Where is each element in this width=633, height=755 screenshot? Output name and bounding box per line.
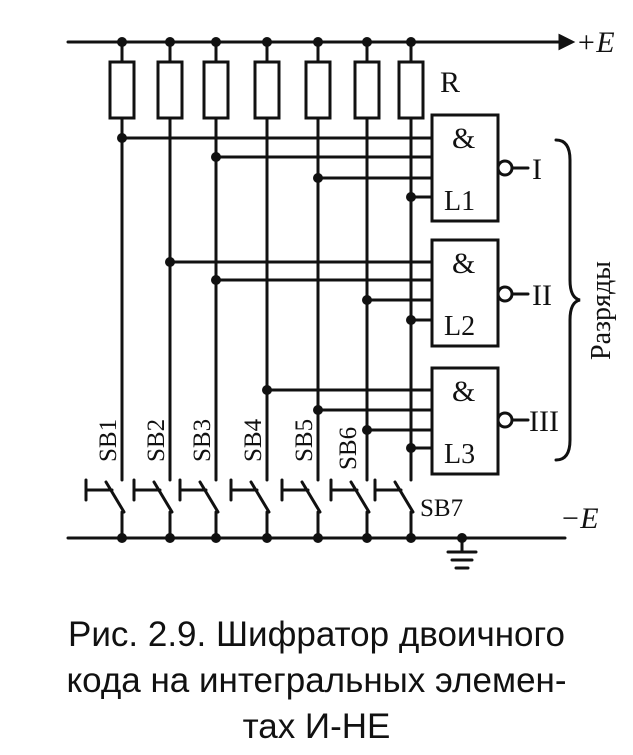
gate-l3-symbol: & xyxy=(452,375,475,408)
gate-l2-output-label: II xyxy=(532,279,552,312)
switch-label-sb7: SB7 xyxy=(420,495,463,522)
gate-l2-inverter-bubble xyxy=(496,285,514,303)
resistor-array xyxy=(108,60,425,120)
encoder-schematic: +E −E R & L1 & L2 & L3 I II III Разряды … xyxy=(66,26,617,570)
switch-label-sb2: SB2 xyxy=(143,419,170,462)
bits-brace xyxy=(554,138,581,462)
gate-l1-symbol: & xyxy=(452,122,475,155)
negative-rail-label: −E xyxy=(560,502,599,535)
switch-label-sb3: SB3 xyxy=(189,419,216,462)
gate-l1-inputs xyxy=(120,136,434,199)
gate-l3-output-label: III xyxy=(529,405,559,438)
positive-rail-label: +E xyxy=(576,26,615,59)
caption-line-3: тах И-НЕ xyxy=(242,707,391,746)
gate-l2-name: L2 xyxy=(444,311,475,342)
caption-line-2: кода на интегральных элемен- xyxy=(66,661,567,700)
switch-label-sb1: SB1 xyxy=(95,419,122,462)
caption-line-1: Рис. 2.9. Шифратор двоичного xyxy=(68,615,565,654)
switch-array xyxy=(84,468,415,540)
resistor-label: R xyxy=(440,66,460,99)
switch-label-sb6: SB6 xyxy=(335,427,362,470)
figure-caption: Рис. 2.9. Шифратор двоичного кода на инт… xyxy=(0,612,633,750)
gate-l3-inputs xyxy=(265,388,434,450)
gate-l1-name: L1 xyxy=(444,186,475,217)
gate-l3-inverter-bubble xyxy=(496,411,514,429)
bits-label: Разряды xyxy=(586,261,617,360)
gate-l3-name: L3 xyxy=(444,439,475,470)
positive-rail-arrow xyxy=(558,33,576,51)
gate-l1-inverter-bubble xyxy=(496,159,514,177)
column-bus-lines xyxy=(120,116,413,472)
gate-l2-inputs xyxy=(168,260,434,322)
junction-dots xyxy=(117,37,467,543)
gate-l2-symbol: & xyxy=(452,247,475,280)
switch-label-sb5: SB5 xyxy=(291,419,318,462)
switch-label-sb4: SB4 xyxy=(240,418,267,462)
gate-l1-output-label: I xyxy=(532,153,542,186)
